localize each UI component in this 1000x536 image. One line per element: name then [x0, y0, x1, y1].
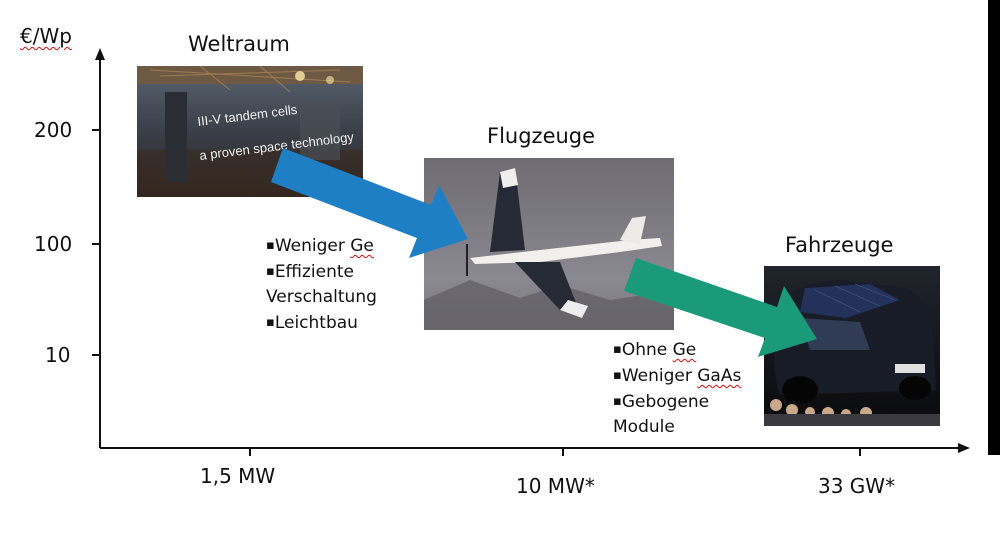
block-arrow-icon — [624, 258, 817, 357]
x-tick-label-1-5-mw: 1,5 MW — [200, 464, 276, 488]
transition-notes-2: ▪Ohne Ge ▪Weniger GaAs ▪Gebogene Module — [613, 337, 741, 440]
axis-arrowhead-icon — [958, 443, 970, 453]
x-tick-label-10-mw: 10 MW* — [516, 474, 595, 498]
stage-title-fahrzeuge: Fahrzeuge — [785, 233, 894, 257]
stage-title-weltraum: Weltraum — [188, 32, 290, 56]
y-tick-label-100: 100 — [34, 232, 73, 256]
note-item: ▪Weniger GaAs — [613, 366, 742, 386]
note-item: ▪Leichtbau — [266, 313, 358, 333]
right-edge-bar — [988, 0, 1000, 455]
flugzeuge-photo — [424, 158, 674, 330]
y-tick-label-200: 200 — [34, 118, 73, 142]
note-item: Verschaltung — [266, 287, 377, 307]
fahrzeuge-photo — [764, 266, 940, 426]
note-item: ▪Gebogene — [613, 392, 710, 412]
stage-title-flugzeuge: Flugzeuge — [487, 124, 596, 148]
transition-notes-1: ▪Weniger Ge ▪Effiziente Verschaltung ▪Le… — [266, 233, 377, 336]
y-tick-label-10: 10 — [45, 343, 71, 367]
note-item: ▪Effiziente — [266, 262, 354, 282]
note-item: Module — [613, 417, 675, 437]
weltraum-photo: III-V tandem cells a proven space techno… — [137, 65, 363, 197]
axis-arrowhead-icon — [95, 48, 105, 60]
x-tick-label-33-gw: 33 GW* — [818, 474, 896, 498]
block-arrow-icon — [271, 148, 468, 258]
note-item: ▪Ohne Ge — [613, 340, 697, 360]
note-item: ▪Weniger Ge — [266, 236, 374, 256]
y-unit-label: €/Wp — [20, 24, 72, 48]
